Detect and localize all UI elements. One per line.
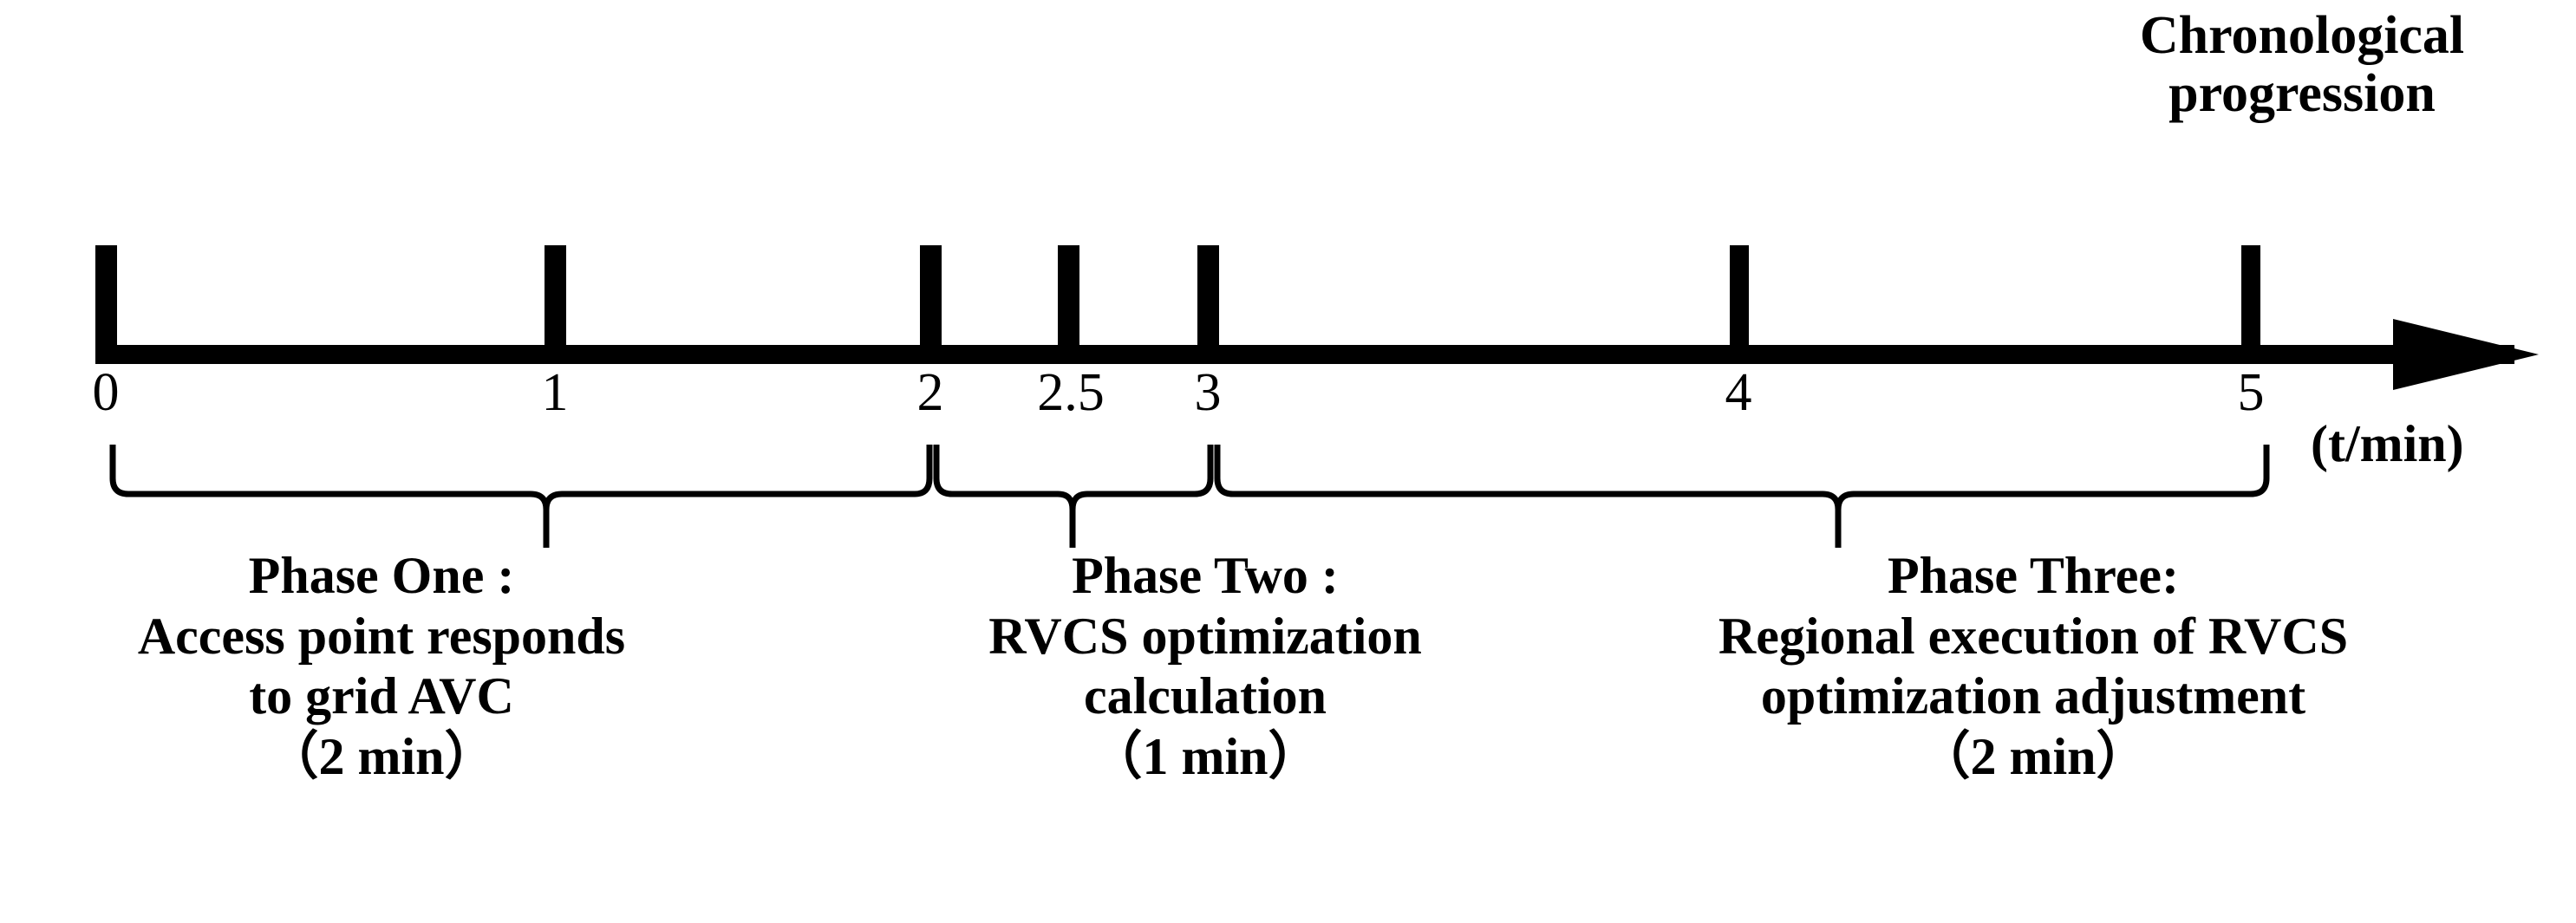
phase-three-body-2: optimization adjustment	[1760, 667, 2306, 725]
right-arrow-icon	[2393, 319, 2539, 390]
phase-one-duration: （2 min）	[266, 727, 497, 785]
phase-one-body-2: to grid AVC	[249, 667, 514, 725]
tick-mark-1	[545, 245, 566, 354]
phase-two-duration: （1 min）	[1090, 727, 1321, 785]
tick-mark-5	[2241, 245, 2260, 354]
tick-label-2: 2	[916, 363, 944, 422]
phase-one-body-1: Access point responds	[137, 607, 626, 665]
tick-mark-3	[1197, 245, 1219, 354]
phase-one-heading: Phase One :	[248, 547, 515, 604]
axis-line	[95, 345, 2514, 364]
brace-phase-one	[109, 445, 933, 548]
tick-mark-0	[95, 245, 117, 354]
phase-two-description: Phase Two : RVCS optimization calculatio…	[876, 546, 1535, 787]
phase-two-heading: Phase Two :	[1072, 547, 1339, 604]
phase-three-duration: （2 min）	[1918, 727, 2149, 785]
tick-label-2-5: 2.5	[1037, 363, 1105, 422]
phase-three-description: Phase Three: Regional execution of RVCS …	[1552, 546, 2514, 787]
phase-three-body-1: Regional execution of RVCS	[1718, 607, 2349, 665]
phase-two-body-2: calculation	[1084, 667, 1327, 725]
brace-phase-two	[933, 445, 1214, 548]
tick-label-4: 4	[1725, 363, 1752, 422]
chronological-progression-title: Chronological progression	[2033, 7, 2571, 123]
phase-one-description: Phase One : Access point responds to gri…	[0, 546, 789, 787]
tick-label-5: 5	[2237, 363, 2265, 422]
brace-phase-three	[1214, 445, 2270, 548]
title-line-1: Chronological	[2139, 6, 2465, 65]
phase-three-heading: Phase Three:	[1887, 547, 2180, 604]
phase-two-body-1: RVCS optimization	[988, 607, 1422, 665]
tick-mark-2-5	[1058, 245, 1079, 354]
tick-label-3: 3	[1194, 363, 1222, 422]
tick-label-0: 0	[92, 363, 120, 422]
tick-mark-4	[1730, 245, 1749, 354]
tick-mark-2	[920, 245, 942, 354]
axis-unit-label: (t/min)	[2311, 415, 2464, 472]
tick-label-1: 1	[541, 363, 569, 422]
title-line-2: progression	[2168, 63, 2436, 123]
